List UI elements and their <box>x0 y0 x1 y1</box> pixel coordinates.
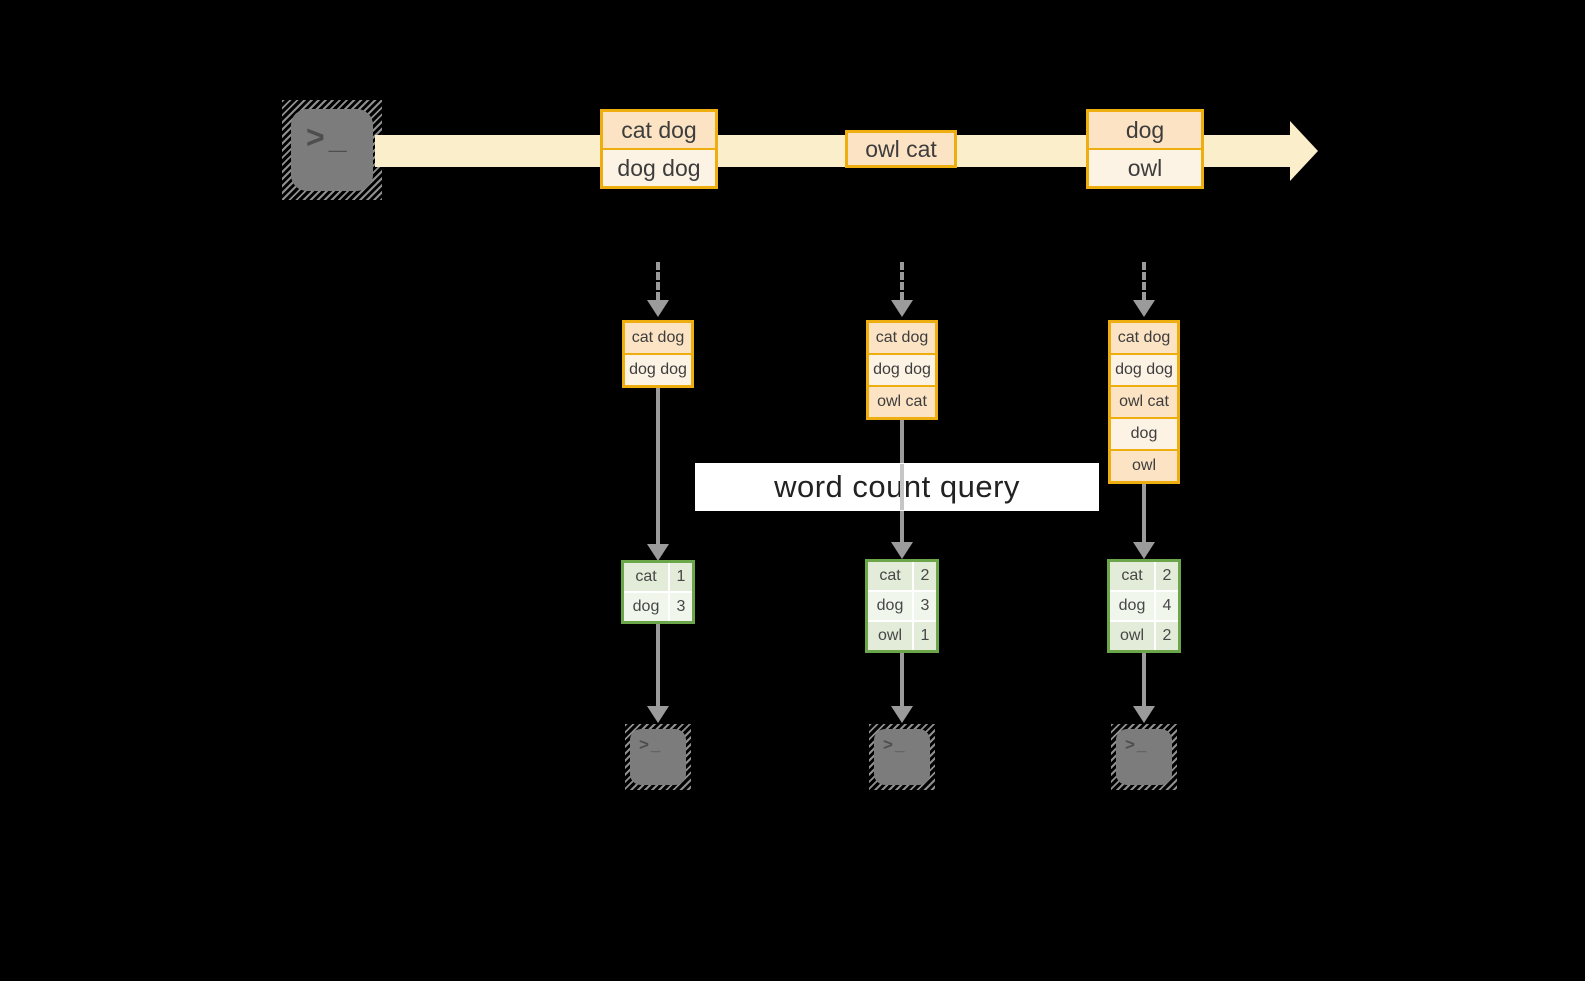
terminal-body: >_ <box>1116 729 1172 785</box>
record-row: dog dog <box>1111 355 1177 385</box>
count-value-cell: 2 <box>1156 562 1178 590</box>
event-stream-arrowhead-icon <box>1290 121 1318 181</box>
count-value-cell: 2 <box>1156 622 1178 650</box>
record-row: cat dog <box>603 112 715 148</box>
dashed-arrow-line <box>656 262 660 300</box>
count-value-cell: 3 <box>670 593 692 621</box>
word-count-query-banner: word count query <box>695 463 1099 511</box>
record-row: cat dog <box>625 323 691 353</box>
count-word-cell: owl <box>1110 622 1154 650</box>
query-arrow-line-over-banner <box>900 464 904 510</box>
stream-record-box: dog owl <box>1086 109 1204 189</box>
record-buffer-stack: cat dog dog dog owl cat dog owl <box>1108 320 1180 484</box>
dashed-arrow-head-icon <box>647 300 669 317</box>
query-arrow-head-icon <box>1133 542 1155 559</box>
terminal-prompt-icon: >_ <box>306 119 351 155</box>
terminal-prompt-icon: >_ <box>1125 735 1149 754</box>
sink-terminal-icon: >_ <box>1111 724 1177 790</box>
record-row: cat dog <box>869 323 935 353</box>
count-value-cell: 4 <box>1156 592 1178 620</box>
count-value-cell: 2 <box>914 562 936 590</box>
record-buffer-stack: cat dog dog dog owl cat <box>866 320 938 420</box>
terminal-body: >_ <box>874 729 930 785</box>
query-arrow-head-icon <box>647 544 669 561</box>
sink-arrow-head-icon <box>1133 706 1155 723</box>
source-terminal-icon: >_ <box>282 100 382 200</box>
stream-record-box: owl cat <box>845 130 957 168</box>
sink-arrow-head-icon <box>891 706 913 723</box>
record-row: dog <box>1111 419 1177 449</box>
dashed-arrow-head-icon <box>1133 300 1155 317</box>
record-row: dog <box>1089 112 1201 148</box>
record-row: dog dog <box>869 355 935 385</box>
query-arrow-line <box>1142 484 1146 542</box>
count-value-cell: 3 <box>914 592 936 620</box>
sink-terminal-icon: >_ <box>625 724 691 790</box>
stream-record-box: cat dog dog dog <box>600 109 718 189</box>
count-table: cat 2 dog 4 owl 2 <box>1107 559 1181 653</box>
query-arrow-head-icon <box>891 542 913 559</box>
record-buffer-stack: cat dog dog dog <box>622 320 694 388</box>
record-row: dog dog <box>603 150 715 186</box>
sink-arrow-line <box>1142 653 1146 706</box>
sink-arrow-line <box>900 653 904 706</box>
dashed-arrow-head-icon <box>891 300 913 317</box>
dashed-arrow-line <box>900 262 904 300</box>
count-word-cell: dog <box>868 592 912 620</box>
count-table: cat 1 dog 3 <box>621 560 695 624</box>
terminal-body: >_ <box>630 729 686 785</box>
record-row: owl <box>1111 451 1177 481</box>
count-word-cell: cat <box>868 562 912 590</box>
terminal-prompt-icon: >_ <box>883 735 907 754</box>
sink-arrow-head-icon <box>647 706 669 723</box>
query-arrow-line <box>656 388 660 544</box>
sink-terminal-icon: >_ <box>869 724 935 790</box>
terminal-body: >_ <box>291 109 373 191</box>
count-value-cell: 1 <box>914 622 936 650</box>
terminal-prompt-icon: >_ <box>639 735 663 754</box>
count-table: cat 2 dog 3 owl 1 <box>865 559 939 653</box>
count-word-cell: dog <box>624 593 668 621</box>
count-word-cell: cat <box>624 563 668 591</box>
count-value-cell: 1 <box>670 563 692 591</box>
count-word-cell: dog <box>1110 592 1154 620</box>
count-word-cell: cat <box>1110 562 1154 590</box>
dashed-arrow-line <box>1142 262 1146 300</box>
record-row: owl cat <box>1111 387 1177 417</box>
record-row: dog dog <box>625 355 691 385</box>
sink-arrow-line <box>656 624 660 706</box>
record-row: owl cat <box>848 133 954 165</box>
banner-label: word count query <box>774 469 1020 504</box>
record-row: owl cat <box>869 387 935 417</box>
record-row: owl <box>1089 150 1201 186</box>
count-word-cell: owl <box>868 622 912 650</box>
record-row: cat dog <box>1111 323 1177 353</box>
